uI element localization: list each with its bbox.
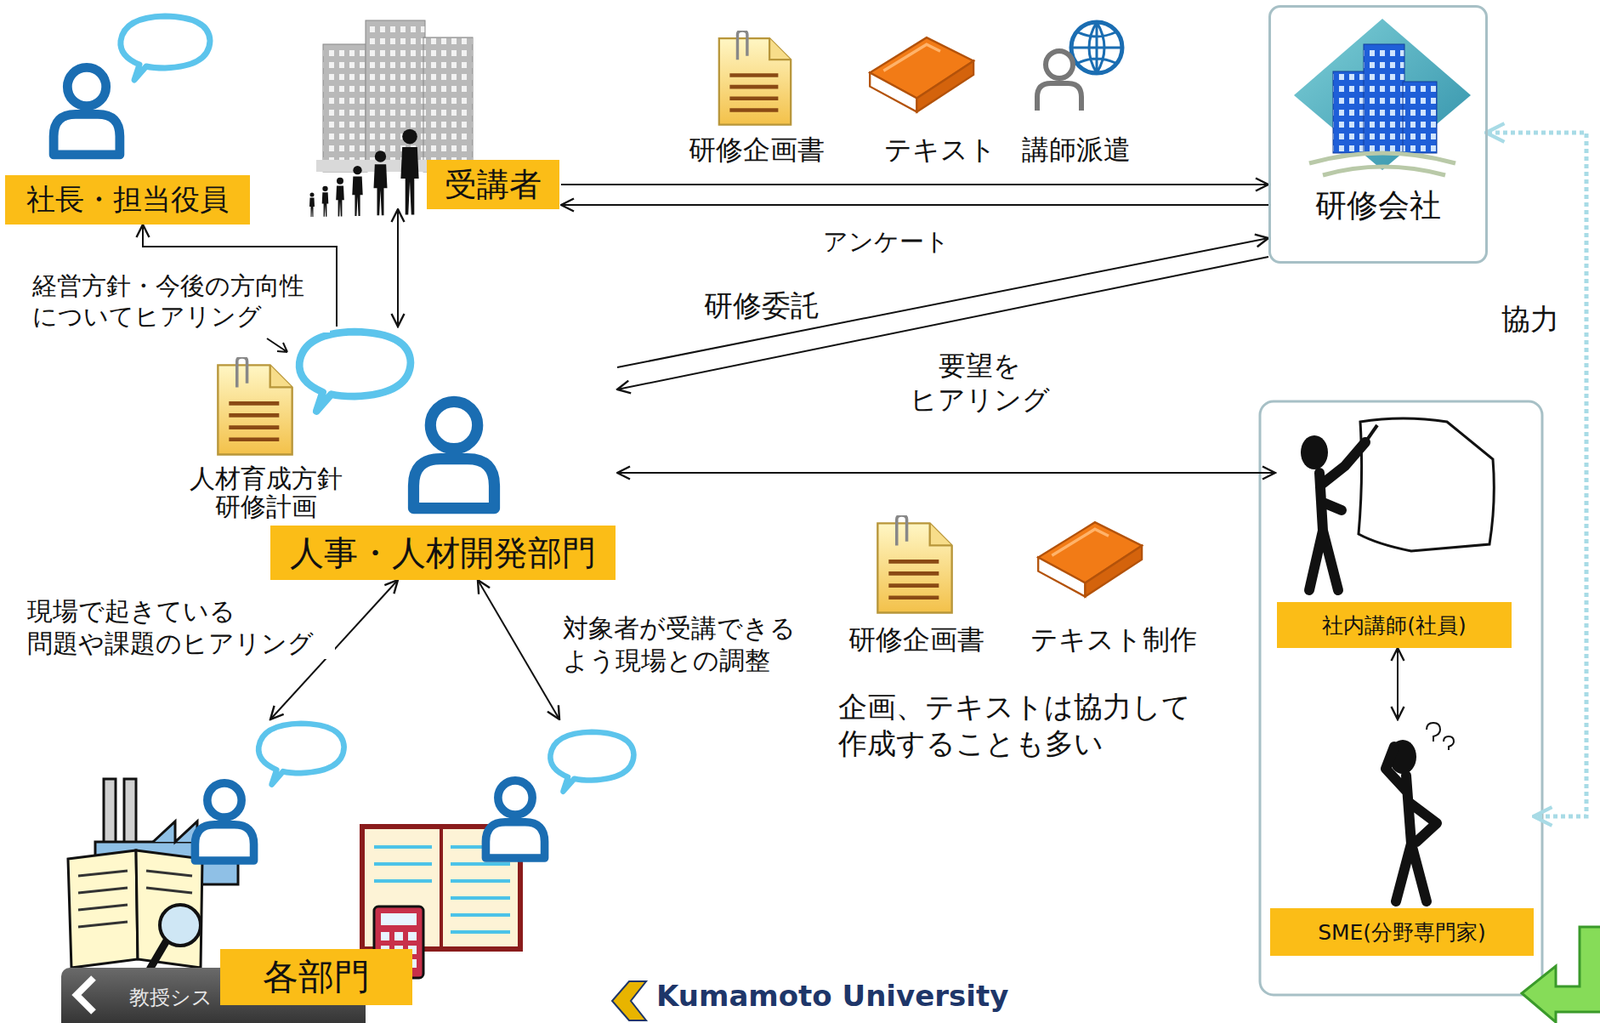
role-node: 各部門 [51, 719, 653, 1005]
note-label: 企画、テキストは協力して 作成することも多い [836, 688, 1216, 761]
node-label-band: 人事・人材開発部門 [270, 525, 616, 580]
node-label-band: 社内講師(社員) [1276, 601, 1512, 648]
node-label-band: SME(分野専門家) [1270, 907, 1534, 956]
edge-label: 研修委託 [702, 287, 822, 324]
note-label: 研修企画書 [686, 132, 827, 167]
edge-label: 協力 [1499, 300, 1561, 338]
flow-connector [617, 471, 1276, 474]
note-label: 人材育成方針 研修計画 [175, 464, 358, 521]
role-node: SME(分野専門家) [1270, 719, 1536, 956]
flow-connector [397, 209, 399, 327]
edge-label: アンケート [821, 226, 952, 257]
role-node: 受講者 [306, 20, 562, 210]
node-label-band: 社長・担当役員 [5, 175, 250, 225]
company-panel: 研修会社 [1268, 5, 1488, 264]
role-node: 社長・担当役員 [5, 15, 252, 225]
node-label-band: 各部門 [220, 948, 413, 1005]
note-label: 研修企画書 [846, 622, 987, 657]
note-label: 講師派遣 [1020, 132, 1133, 167]
role-node: 人事・人材開発部門 [270, 326, 618, 580]
flow-connector [477, 579, 560, 720]
flow-connector [561, 204, 1269, 206]
flow-connector [561, 183, 1269, 186]
cooperation-dotted-connector [1487, 132, 1587, 817]
node-title: 研修会社 [1270, 184, 1486, 227]
button-text: 教授シス [127, 984, 215, 1010]
logo-text: Kumamoto University [654, 977, 1010, 1015]
flow-connector [1396, 647, 1399, 720]
note-label: テキスト [882, 132, 999, 167]
edge-label: 対象者が受講できる よう現場との調整 [561, 612, 820, 676]
role-node: 社内講師(社員) [1275, 413, 1515, 648]
edge-label: 経営方針・今後の方向性 についてヒアリング [30, 270, 330, 333]
node-label-band: 受講者 [426, 159, 560, 210]
edge-label: 要望を ヒアリング [882, 348, 1077, 417]
edge-label: 現場で起きている 問題や課題のヒアリング [25, 595, 335, 659]
note-label: テキスト制作 [1028, 622, 1199, 657]
